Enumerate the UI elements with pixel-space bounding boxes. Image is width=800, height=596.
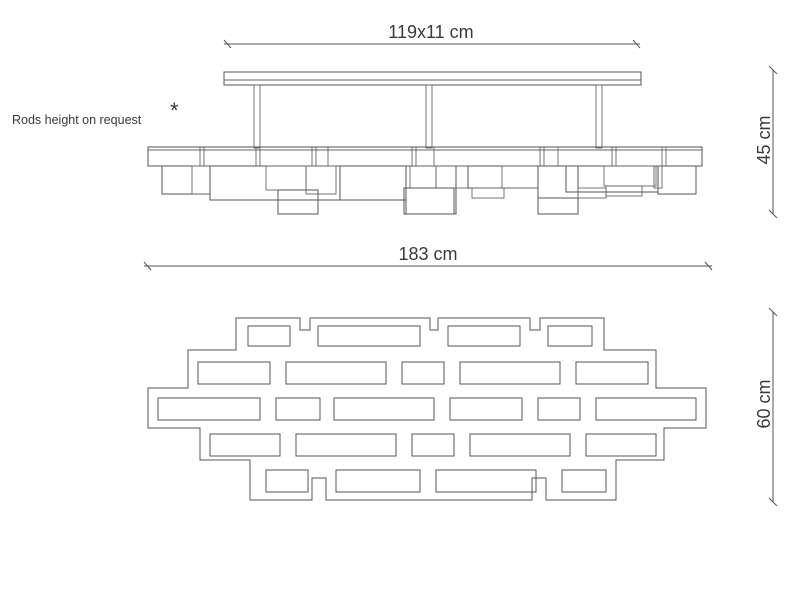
panel bbox=[595, 397, 697, 421]
panel bbox=[449, 397, 523, 421]
panel bbox=[209, 433, 281, 457]
panel bbox=[575, 361, 649, 385]
suspension-rod bbox=[595, 84, 603, 149]
panel bbox=[265, 469, 309, 493]
canopy-dimension-label: 119x11 cm bbox=[388, 22, 473, 42]
panel bbox=[317, 325, 421, 347]
width-dimension-label: 183 cm bbox=[398, 244, 457, 264]
width-dimension: 183 cm bbox=[143, 244, 713, 271]
panel bbox=[469, 433, 571, 457]
rods-note: Rods height on request * bbox=[12, 98, 179, 127]
panel bbox=[275, 397, 321, 421]
panel bbox=[247, 325, 291, 347]
panel bbox=[447, 325, 521, 347]
panel bbox=[411, 433, 455, 457]
plan-outline bbox=[147, 317, 707, 501]
panel bbox=[335, 469, 421, 493]
front-elevation bbox=[147, 71, 703, 215]
panel bbox=[333, 397, 435, 421]
suspension-rod bbox=[253, 84, 261, 149]
depth-dimension: 60 cm bbox=[754, 307, 778, 507]
panel bbox=[585, 433, 657, 457]
panel bbox=[537, 397, 581, 421]
asterisk-marker: * bbox=[170, 98, 179, 123]
panel bbox=[561, 469, 607, 493]
panel bbox=[401, 361, 445, 385]
canopy-plate bbox=[223, 71, 642, 86]
panel bbox=[295, 433, 397, 457]
panel bbox=[435, 469, 537, 493]
canopy-dimension: 119x11 cm bbox=[223, 22, 641, 49]
plan-view bbox=[147, 317, 707, 501]
rods-note-text: Rods height on request bbox=[12, 113, 142, 127]
panel bbox=[285, 361, 387, 385]
panel bbox=[459, 361, 561, 385]
panel bbox=[547, 325, 593, 347]
height-dimension: 45 cm bbox=[754, 65, 778, 219]
panel bbox=[157, 397, 261, 421]
panel bbox=[197, 361, 271, 385]
height-dimension-label: 45 cm bbox=[754, 115, 774, 164]
depth-dimension-label: 60 cm bbox=[754, 379, 774, 428]
suspension-rod bbox=[425, 84, 433, 149]
